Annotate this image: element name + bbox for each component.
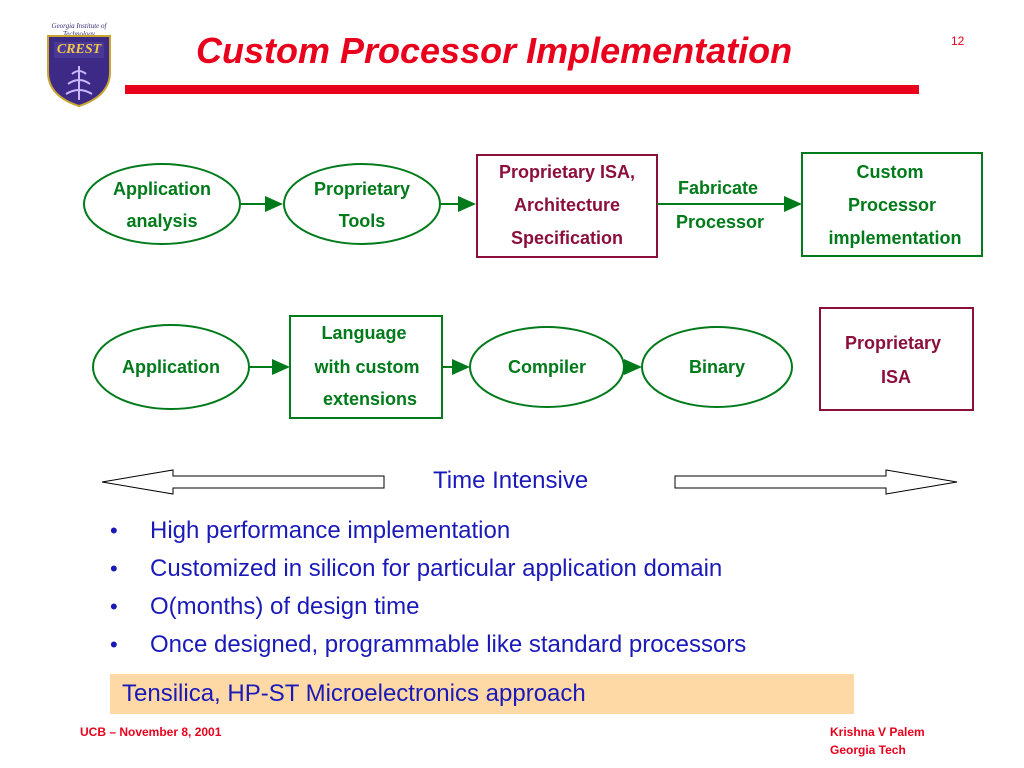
top-node-5-line3: implementation — [828, 228, 961, 248]
bullet-item: •O(months) of design time — [110, 588, 746, 626]
footer-date: UCB – November 8, 2001 — [80, 725, 222, 739]
slide-title: Custom Processor Implementation — [196, 30, 793, 71]
bullet-dot-icon: • — [110, 594, 118, 619]
bullet-item: •Customized in silicon for particular ap… — [110, 550, 746, 588]
bullet-dot-icon: • — [110, 556, 118, 581]
time-intensive-label: Time Intensive — [433, 467, 589, 494]
bullet-item: •Once designed, programmable like standa… — [110, 626, 746, 664]
top-node-4-line2: Processor — [676, 212, 764, 232]
footer-affiliation: Georgia Tech — [830, 743, 906, 757]
crest-shield-icon — [47, 35, 111, 108]
top-node-1-line1: Application — [113, 179, 211, 199]
top-node-custom-processor: Custom Processor implementation — [801, 152, 983, 257]
top-node-proprietary-tools: Proprietary Tools — [283, 163, 441, 245]
logo-name: CREST — [56, 42, 102, 57]
page-number: 12 — [951, 34, 965, 48]
top-node-application-analysis: Application analysis — [83, 163, 241, 245]
bottom-node-proprietary-isa: Proprietary ISA — [819, 307, 974, 411]
top-node-proprietary-isa-spec: Proprietary ISA, Architecture Specificat… — [476, 154, 658, 258]
top-node-3-line1: Proprietary ISA, — [499, 162, 635, 182]
bottom-node-2-line1: Language — [321, 323, 406, 343]
bottom-node-compiler: Compiler — [469, 326, 625, 408]
approach-callout-text: Tensilica, HP-ST Microelectronics approa… — [122, 680, 586, 707]
bottom-node-2-line2: with custom — [313, 357, 419, 377]
top-node-5-line1: Custom — [857, 162, 924, 182]
crest-logo: Georgia Institute of Technology CREST — [36, 22, 122, 108]
bottom-node-5-line1: Proprietary — [845, 333, 941, 353]
bottom-node-application: Application — [92, 324, 250, 410]
bullet-dot-icon: • — [110, 632, 118, 657]
top-node-4-line1: Fabricate — [678, 178, 758, 198]
time-arrow-left — [101, 469, 385, 495]
bottom-node-language-extensions: Language with custom extensions — [289, 315, 443, 419]
bottom-node-binary: Binary — [641, 326, 793, 408]
top-node-5-line2: Processor — [848, 195, 936, 215]
time-arrow-right — [674, 469, 958, 495]
approach-callout: Tensilica, HP-ST Microelectronics approa… — [110, 674, 854, 714]
top-node-3-line3: Specification — [511, 228, 623, 248]
footer-author: Krishna V Palem — [830, 725, 925, 739]
top-label-fabricate-processor: Fabricate Processor — [676, 178, 764, 232]
top-node-2-line1: Proprietary — [314, 179, 410, 199]
top-node-1-line2: analysis — [126, 211, 197, 231]
bullet-dot-icon: • — [110, 518, 118, 543]
bottom-node-1-line1: Application — [122, 357, 220, 377]
bullet-list: •High performance implementation •Custom… — [110, 512, 746, 664]
bottom-node-2-line3: extensions — [323, 389, 417, 409]
top-node-2-line2: Tools — [339, 211, 386, 231]
top-node-3-line2: Architecture — [514, 195, 620, 215]
bottom-node-5-line2: ISA — [881, 367, 911, 387]
logo-institute-text: Georgia Institute of Technology — [51, 22, 107, 38]
bullet-item: •High performance implementation — [110, 512, 746, 550]
bottom-node-3-line1: Compiler — [508, 357, 586, 377]
bottom-node-4-line1: Binary — [689, 357, 745, 377]
title-underline — [125, 85, 919, 94]
